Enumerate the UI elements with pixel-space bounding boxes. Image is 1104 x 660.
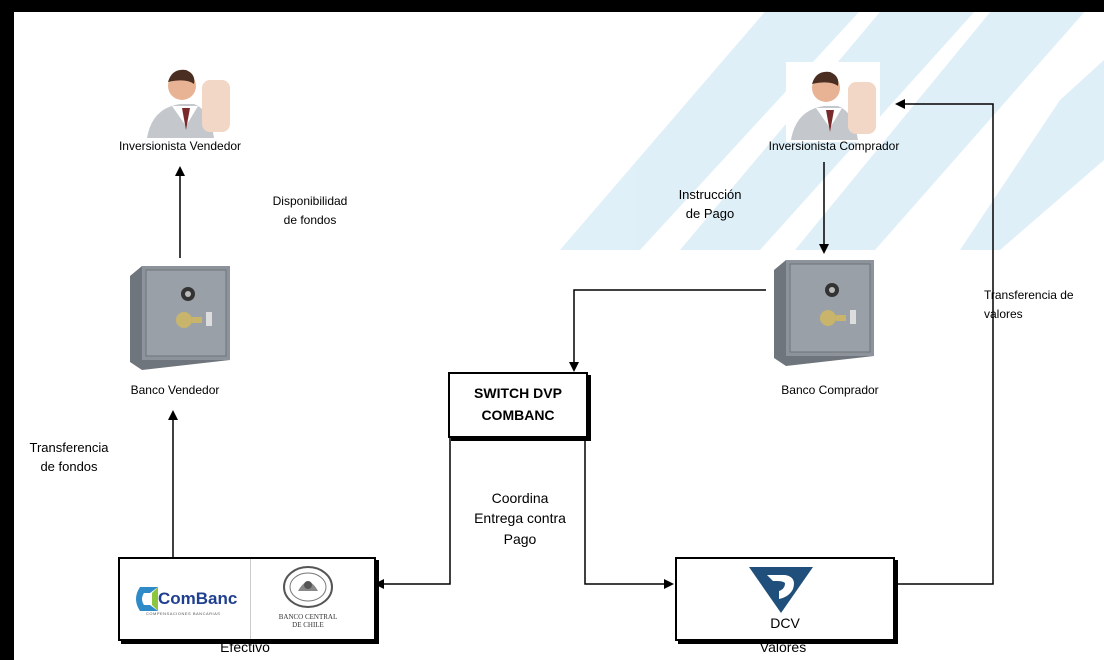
safe-icon xyxy=(774,260,874,366)
investor-icon xyxy=(147,69,230,138)
coordinates-dvp-label: Coordina Entrega contra Pago xyxy=(474,490,566,547)
switch-dvp-box: SWITCH DVP COMBANC xyxy=(448,372,588,438)
dcv-label: DCV xyxy=(770,615,800,631)
funds-transfer-label: Transferencia de fondos xyxy=(29,440,109,474)
combanc-logo-text: ComBanc xyxy=(158,589,238,608)
arrow-switch-to-dcv xyxy=(584,436,674,589)
arrow-dcv-to-buyer-investor xyxy=(895,99,994,585)
payment-instruction-label: Instrucción de Pago xyxy=(678,187,742,221)
buyer-investor-label: Inversionista Comprador xyxy=(768,139,900,153)
left-border xyxy=(0,0,14,660)
seller-investor-label: Inversionista Vendedor xyxy=(118,139,242,153)
combanc-logo-icon xyxy=(136,587,158,611)
cash-label: Efectivo xyxy=(220,639,270,655)
top-border xyxy=(0,0,1104,12)
arrow-buyer-bank-to-switch xyxy=(569,289,766,372)
central-bank-seal-icon xyxy=(283,566,333,608)
buyer-bank-label: Banco Comprador xyxy=(781,383,879,397)
securities-transfer-label: Transferencia de valores xyxy=(984,288,1074,322)
securities-label: Valores xyxy=(759,639,807,655)
funds-availability-label: Disponibilidad de fondos xyxy=(272,194,348,228)
arrow-switch-to-cash xyxy=(374,436,451,589)
cash-box: ComBanc COMPENSACIONES BANCARIAS BANCO C… xyxy=(118,557,376,641)
dcv-logo-icon xyxy=(749,567,813,613)
investor-icon xyxy=(786,62,880,142)
switch-dvp-label: SWITCH DVP COMBANC xyxy=(474,385,562,423)
safe-icon xyxy=(130,266,230,370)
seller-bank-label: Banco Vendedor xyxy=(130,383,220,397)
combanc-logo-subtext: COMPENSACIONES BANCARIAS xyxy=(146,611,221,616)
dcv-box: DCV xyxy=(675,557,895,641)
central-bank-text: BANCO CENTRAL DE CHILE xyxy=(278,613,338,630)
